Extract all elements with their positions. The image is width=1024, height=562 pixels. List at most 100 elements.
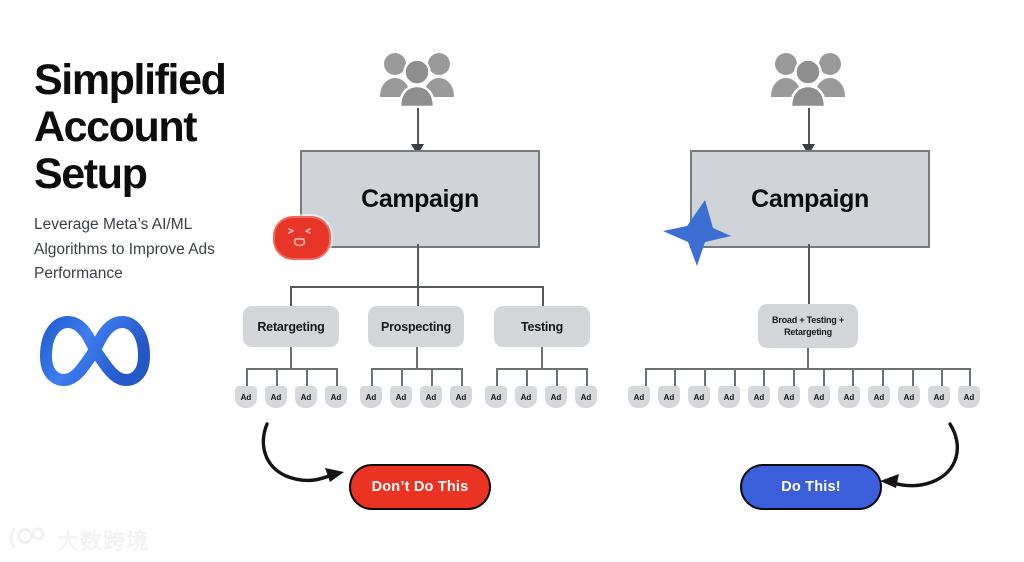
connector-adset2-bus bbox=[371, 368, 461, 370]
ad-label: Ad bbox=[693, 392, 705, 402]
dashukuajing-logo bbox=[8, 525, 50, 556]
ad-box[interactable]: Ad bbox=[688, 386, 710, 408]
connector-ad-drop bbox=[645, 368, 647, 386]
connector-ad-drop bbox=[674, 368, 676, 386]
ad-label: Ad bbox=[813, 392, 825, 402]
ad-label: Ad bbox=[963, 392, 975, 402]
connector-ad-drop bbox=[882, 368, 884, 386]
people-group-icon bbox=[378, 50, 456, 109]
ad-box[interactable]: Ad bbox=[235, 386, 257, 408]
connector-ad-drop bbox=[401, 368, 403, 386]
connector-adset1-trunk bbox=[290, 347, 292, 368]
ad-box[interactable]: Ad bbox=[928, 386, 950, 408]
connector-ad-drop bbox=[734, 368, 736, 386]
ad-box[interactable]: Ad bbox=[898, 386, 920, 408]
connector-ad-drop bbox=[823, 368, 825, 386]
ad-box[interactable]: Ad bbox=[658, 386, 680, 408]
connector-drop-retargeting bbox=[290, 286, 292, 306]
curved-arrow-down-left bbox=[872, 420, 972, 500]
ad-label: Ad bbox=[723, 392, 735, 402]
ad-box[interactable]: Ad bbox=[295, 386, 317, 408]
adset-box-broad-testing-retargeting[interactable]: Broad + Testing + Retargeting bbox=[758, 304, 858, 348]
ad-box[interactable]: Ad bbox=[420, 386, 442, 408]
connector-ad-bus-right bbox=[645, 368, 970, 370]
ad-box[interactable]: Ad bbox=[545, 386, 567, 408]
ad-label: Ad bbox=[783, 392, 795, 402]
title-line-2: Account bbox=[34, 103, 198, 151]
connector-adset-trunk-right bbox=[807, 348, 809, 368]
campaign-box-right[interactable]: Campaign bbox=[690, 150, 930, 248]
connector-ad-drop bbox=[586, 368, 588, 386]
campaign-label-right: Campaign bbox=[751, 184, 869, 213]
ad-box[interactable]: Ad bbox=[778, 386, 800, 408]
adset-label-line1: Broad + Testing + bbox=[772, 315, 844, 325]
ad-box[interactable]: Ad bbox=[808, 386, 830, 408]
connector-ad-drop bbox=[496, 368, 498, 386]
ad-box[interactable]: Ad bbox=[958, 386, 980, 408]
ad-label: Ad bbox=[873, 392, 885, 402]
adset-label-prospecting: Prospecting bbox=[380, 319, 452, 334]
ad-box[interactable]: Ad bbox=[325, 386, 347, 408]
connector-ad-drop bbox=[941, 368, 943, 386]
ad-box[interactable]: Ad bbox=[748, 386, 770, 408]
ad-box[interactable]: Ad bbox=[575, 386, 597, 408]
ad-box[interactable]: Ad bbox=[718, 386, 740, 408]
people-group-icon bbox=[769, 50, 847, 109]
connector-adset1-bus bbox=[246, 368, 336, 370]
connector-ad-drop bbox=[246, 368, 248, 386]
connector-ad-drop bbox=[526, 368, 528, 386]
ad-label: Ad bbox=[270, 392, 282, 402]
ad-box[interactable]: Ad bbox=[628, 386, 650, 408]
ad-box[interactable]: Ad bbox=[838, 386, 860, 408]
ad-label: Ad bbox=[753, 392, 765, 402]
ad-label: Ad bbox=[843, 392, 855, 402]
ad-label: Ad bbox=[240, 392, 252, 402]
ad-box[interactable]: Ad bbox=[485, 386, 507, 408]
campaign-box-left[interactable]: Campaign bbox=[300, 150, 540, 248]
connector-ad-drop bbox=[461, 368, 463, 386]
ad-label: Ad bbox=[365, 392, 377, 402]
ad-box[interactable]: Ad bbox=[868, 386, 890, 408]
ad-box[interactable]: Ad bbox=[390, 386, 412, 408]
connector-ad-drop bbox=[969, 368, 971, 386]
sad-face-icon bbox=[273, 216, 331, 260]
connector-ad-drop bbox=[556, 368, 558, 386]
connector-adset3-bus bbox=[496, 368, 586, 370]
connector-audience-to-campaign-right bbox=[808, 108, 810, 148]
do-this-label: Do This! bbox=[781, 479, 841, 495]
connector-drop-prospecting bbox=[417, 286, 419, 306]
ad-box[interactable]: Ad bbox=[265, 386, 287, 408]
ad-label: Ad bbox=[903, 392, 915, 402]
connector-ad-drop bbox=[431, 368, 433, 386]
dont-do-this-button[interactable]: Don’t Do This bbox=[349, 464, 491, 510]
connector-drop-testing bbox=[542, 286, 544, 306]
connector-ad-drop bbox=[763, 368, 765, 386]
ad-box[interactable]: Ad bbox=[360, 386, 382, 408]
ad-label: Ad bbox=[520, 392, 532, 402]
ad-label: Ad bbox=[633, 392, 645, 402]
do-this-button[interactable]: Do This! bbox=[740, 464, 882, 510]
adset-box-retargeting[interactable]: Retargeting bbox=[243, 306, 339, 347]
adset-box-prospecting[interactable]: Prospecting bbox=[368, 306, 464, 347]
adset-label-testing: Testing bbox=[520, 319, 564, 334]
adset-label-retargeting: Retargeting bbox=[257, 319, 325, 334]
connector-ad-drop bbox=[336, 368, 338, 386]
ad-box[interactable]: Ad bbox=[450, 386, 472, 408]
connector-adset3-trunk bbox=[541, 347, 543, 368]
adset-label-line2: Retargeting bbox=[784, 327, 832, 337]
connector-ad-drop bbox=[912, 368, 914, 386]
dont-do-this-label: Don’t Do This bbox=[371, 479, 469, 495]
watermark-text: 大数跨境 bbox=[57, 530, 150, 555]
ad-label: Ad bbox=[300, 392, 312, 402]
ad-label: Ad bbox=[395, 392, 407, 402]
ad-label: Ad bbox=[580, 392, 592, 402]
star-icon bbox=[661, 198, 733, 268]
title-line-3: Setup bbox=[34, 150, 148, 198]
curved-arrow-down-right bbox=[258, 418, 358, 493]
ad-box[interactable]: Ad bbox=[515, 386, 537, 408]
adset-label-broad-testing-retargeting: Broad + Testing + Retargeting bbox=[772, 314, 844, 338]
connector-ad-drop bbox=[852, 368, 854, 386]
campaign-label-left: Campaign bbox=[361, 184, 479, 213]
adset-box-testing[interactable]: Testing bbox=[494, 306, 590, 347]
